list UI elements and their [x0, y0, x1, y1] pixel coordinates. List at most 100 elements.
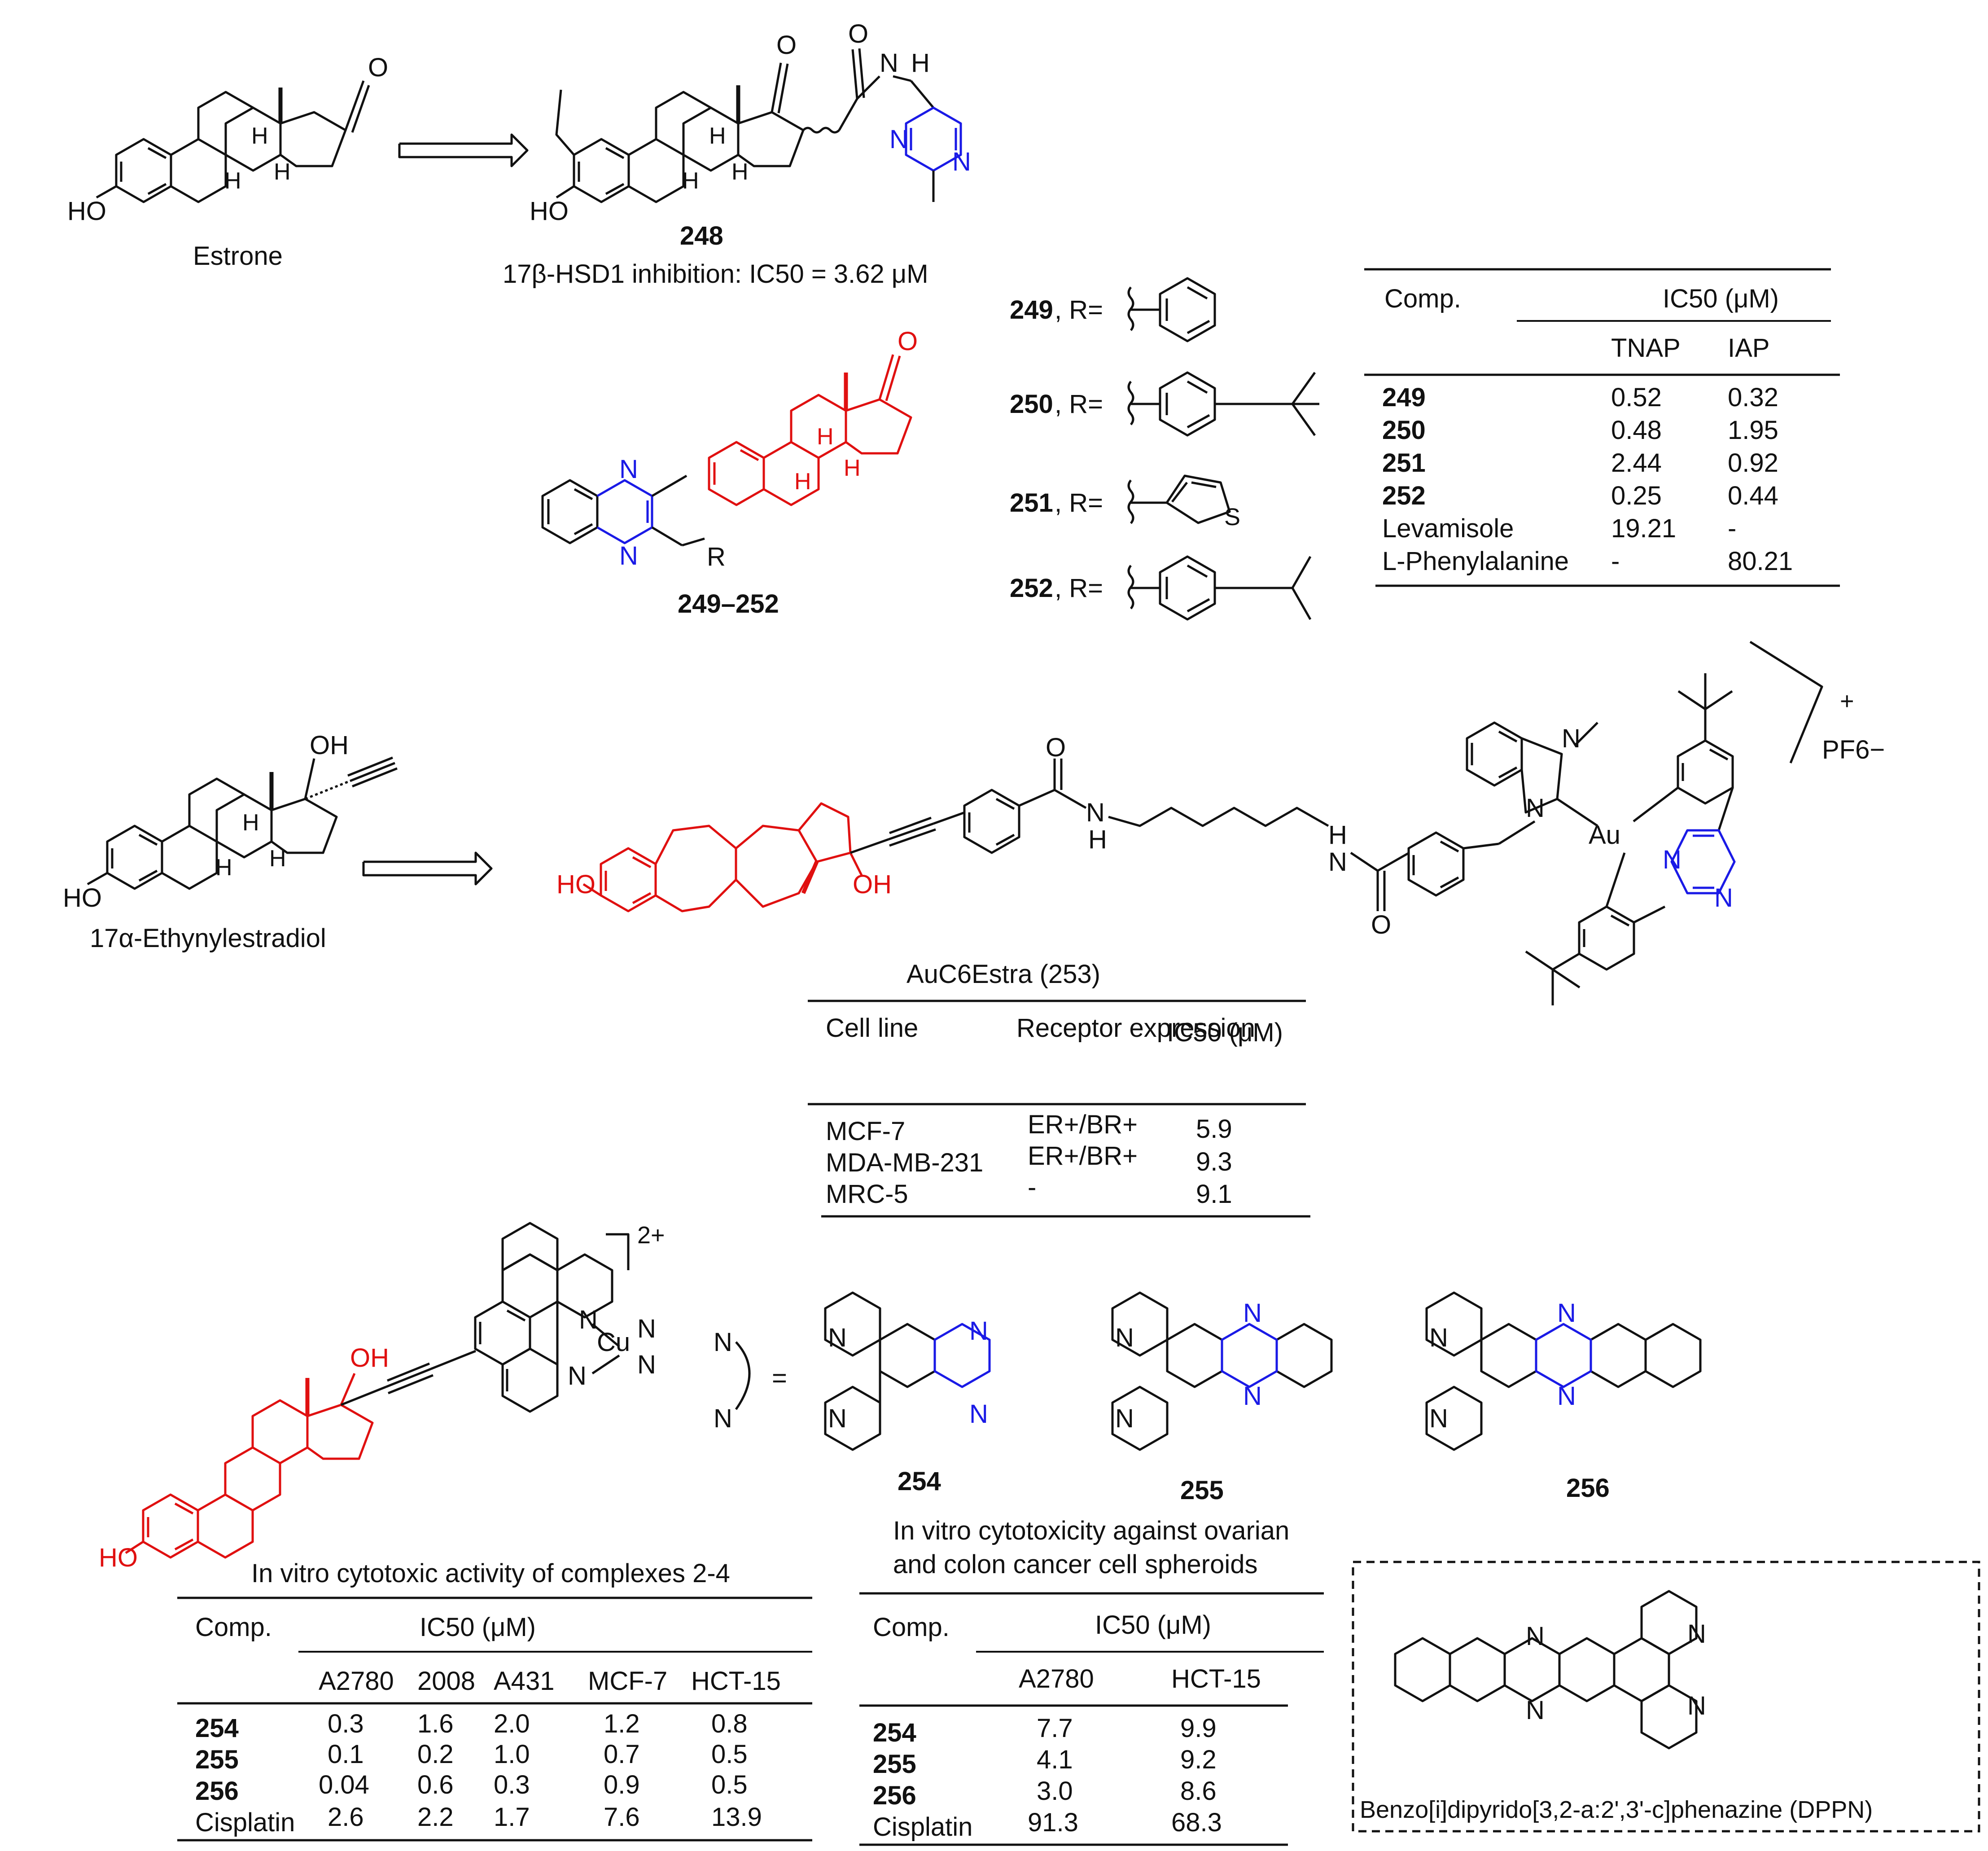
table3-cell: 0.5	[711, 1770, 748, 1799]
charge-bracket-2plus	[606, 1233, 630, 1270]
cu-complex-n4: N	[637, 1350, 656, 1379]
r-def-num-251: 251	[1010, 488, 1053, 518]
table4-cell: 4.1	[1037, 1745, 1073, 1774]
l255-n4: N	[1243, 1382, 1262, 1411]
thiophene-s: S	[1224, 504, 1240, 531]
table4-cell: 7.7	[1037, 1714, 1073, 1743]
table2-cell-receptor: ER+/BR+	[1028, 1110, 1138, 1139]
l254-n4: N	[969, 1399, 988, 1429]
c248-nh: N	[880, 48, 898, 78]
table3-cell: 2.6	[328, 1803, 364, 1832]
table3-header-ic50: IC50 (μM)	[420, 1613, 536, 1642]
cmpd248-number: 248	[680, 221, 723, 250]
copper-complex-structure	[125, 1222, 620, 1559]
table3-row: 254 0.3 1.6 2.0 1.2 0.8	[195, 1709, 748, 1743]
table3-cell: 0.1	[328, 1740, 364, 1769]
table3-title: In vitro cytotoxic activity of complexes…	[251, 1559, 730, 1588]
table4-header-ic50: IC50 (μM)	[1095, 1610, 1211, 1640]
table4-cell-comp: 256	[873, 1781, 916, 1810]
table3-cell: 0.3	[494, 1770, 530, 1799]
table2-row: MCF-7 ER+/BR+ 5.9	[826, 1110, 1232, 1146]
table3-col: A431	[494, 1667, 554, 1696]
dppn-box: N N N N Benzo[i]dipyrido[3,2-a:2',3'-c]p…	[1352, 1561, 1980, 1833]
c248-nh-h: H	[911, 48, 930, 78]
l256-n3: N	[1557, 1298, 1576, 1328]
scaffold-h1: H	[817, 424, 834, 450]
table3-cell: 1.7	[494, 1803, 530, 1832]
ethynylestradiol-structure	[87, 756, 398, 890]
table1-cell-comp: L-Phenylalanine	[1382, 547, 1569, 576]
l255-n2: N	[1115, 1404, 1134, 1433]
table4-row: 256 3.0 8.6	[873, 1776, 1217, 1810]
nn-n1: N	[714, 1328, 732, 1357]
table1-col-iap: IAP	[1728, 333, 1770, 363]
c253-bim-n1: N	[1562, 724, 1581, 753]
table4-cell-comp: 255	[873, 1750, 916, 1779]
table1-cell-iap: -	[1728, 514, 1736, 543]
table1-cell-iap: 80.21	[1728, 547, 1793, 576]
c248-pyrazine-n2: N	[952, 147, 971, 176]
scaffold-n1: N	[619, 455, 638, 484]
l256-n1: N	[1429, 1323, 1448, 1352]
dppn-n1: N	[1526, 1622, 1545, 1651]
c253-pyrazine-n1: N	[1663, 845, 1681, 874]
table1-row: 249 0.52 0.32	[1382, 383, 1778, 412]
c253-amide-n2: N	[1328, 847, 1347, 877]
table4-row: 255 4.1 9.2	[873, 1745, 1217, 1779]
quinoxaline-estrone-scaffold	[541, 354, 912, 547]
table4-col: HCT-15	[1171, 1664, 1261, 1693]
table1-header-comp: Comp.	[1384, 284, 1461, 313]
c248-oxygen-2: O	[776, 31, 797, 60]
cu-label: Cu	[597, 1328, 630, 1357]
table4-cell: 3.0	[1037, 1776, 1073, 1806]
estrone-h1: H	[224, 168, 241, 194]
cu-charge: 2+	[637, 1222, 665, 1249]
cu-complex-ho: HO	[99, 1543, 138, 1572]
table1-cell-tnap: 19.21	[1611, 514, 1676, 543]
cu-complex-n2: N	[568, 1361, 587, 1390]
table4-col: A2780	[1019, 1664, 1094, 1693]
dppn-n4: N	[1687, 1691, 1706, 1720]
table3-header-comp: Comp.	[195, 1613, 272, 1642]
table1-row: 252 0.25 0.44	[1382, 481, 1778, 510]
table3-cell: 13.9	[711, 1803, 762, 1832]
table3-col: MCF-7	[588, 1667, 667, 1696]
table4-cell: 8.6	[1180, 1776, 1217, 1806]
scaffold-oxygen: O	[898, 327, 918, 356]
table1-cell-tnap: 2.44	[1611, 448, 1662, 478]
table2-title: AuC6Estra (253)	[906, 960, 1100, 989]
l254-n1: N	[828, 1323, 847, 1352]
table1-row: 250 0.48 1.95	[1382, 416, 1778, 445]
c248-h3: H	[731, 159, 749, 185]
retro-arrow-1	[398, 133, 529, 167]
table1-cell-comp: 250	[1382, 416, 1426, 445]
table2-header-cell: Cell line	[826, 1013, 918, 1043]
retro-arrow-2	[362, 851, 493, 886]
table2-cell-line: MRC-5	[826, 1180, 908, 1209]
table1-cell-comp: 252	[1382, 481, 1426, 510]
table3-cell-comp: 255	[195, 1745, 239, 1774]
cu-complex-n1: N	[579, 1305, 598, 1334]
ethynyl-label: 17α-Ethynylestradiol	[90, 924, 326, 953]
l254-n3: N	[969, 1316, 988, 1346]
nn-n2: N	[714, 1404, 732, 1433]
c248-h1: H	[682, 168, 699, 194]
table4-title-line1: In vitro cytotoxicity against ovarian	[893, 1516, 1289, 1545]
table4-cell-comp: Cisplatin	[873, 1812, 972, 1842]
dppn-n2: N	[1526, 1696, 1545, 1725]
table4-cell-comp: 254	[873, 1718, 916, 1747]
r-def-text-249: , R=	[1055, 295, 1103, 325]
table2-cell-receptor: -	[1028, 1173, 1036, 1202]
l255-n1: N	[1115, 1323, 1134, 1352]
nn-arc	[735, 1341, 751, 1410]
c248-pyrazine-n1: N	[889, 125, 908, 154]
ethynyl-h2: H	[242, 810, 259, 836]
table2-cell-ic50: 9.1	[1196, 1180, 1232, 1209]
r-def-text-252: , R=	[1055, 574, 1103, 603]
dppn-structure	[1394, 1590, 1698, 1750]
r-def-num-250: 250	[1010, 390, 1053, 419]
c253-ho: HO	[556, 870, 596, 899]
table4-row: Cisplatin 91.3 68.3	[873, 1808, 1222, 1842]
table3-cell: 1.0	[494, 1740, 530, 1769]
